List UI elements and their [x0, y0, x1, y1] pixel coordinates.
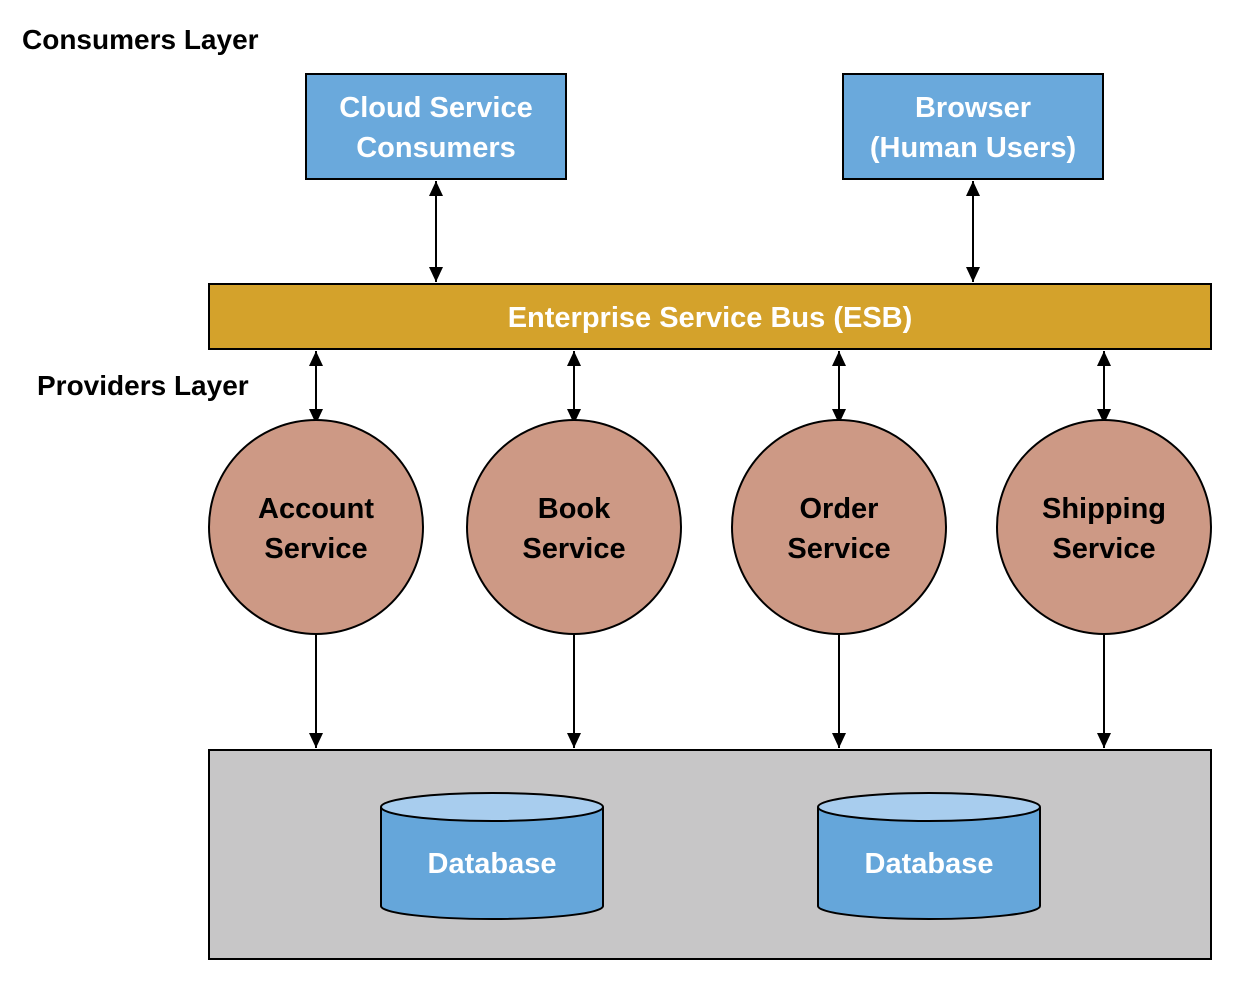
service-label-line1: Account — [258, 493, 374, 525]
database-body — [380, 807, 604, 920]
esb-rect — [208, 283, 1212, 350]
database-top — [380, 792, 604, 822]
service-label-line1: Order — [800, 493, 879, 525]
database-label: Database — [428, 848, 557, 880]
service-circle — [996, 419, 1212, 635]
service-book: Book Service — [466, 419, 682, 635]
esb-bar: Enterprise Service Bus (ESB) — [208, 283, 1212, 350]
service-order: Order Service — [731, 419, 947, 635]
consumer-label-line1: Cloud Service — [339, 92, 532, 124]
consumer-browser: Browser (Human Users) — [842, 73, 1104, 180]
data-layer-container — [208, 749, 1212, 960]
service-label-line1: Shipping — [1042, 493, 1166, 525]
service-label-line2: Service — [264, 533, 367, 565]
esb-label: Enterprise Service Bus (ESB) — [508, 302, 913, 334]
providers-layer-label: Providers Layer — [37, 370, 249, 401]
consumer-box — [842, 73, 1104, 180]
service-circle — [731, 419, 947, 635]
database-label: Database — [865, 848, 994, 880]
database-body — [817, 807, 1041, 920]
service-label-line2: Service — [522, 533, 625, 565]
consumer-label-line2: (Human Users) — [870, 132, 1076, 164]
consumer-label-line2: Consumers — [356, 132, 516, 164]
service-label-line1: Book — [538, 493, 611, 525]
service-circle — [208, 419, 424, 635]
service-shipping: Shipping Service — [996, 419, 1212, 635]
database-2: Database — [817, 792, 1041, 920]
consumer-box — [305, 73, 567, 180]
consumer-label-line1: Browser — [915, 92, 1031, 124]
service-circle — [466, 419, 682, 635]
consumers-layer-label: Consumers Layer — [22, 24, 259, 55]
service-label-line2: Service — [1052, 533, 1155, 565]
service-account: Account Service — [208, 419, 424, 635]
database-top — [817, 792, 1041, 822]
consumer-cloud-service: Cloud Service Consumers — [305, 73, 567, 180]
database-1: Database — [380, 792, 604, 920]
service-label-line2: Service — [787, 533, 890, 565]
